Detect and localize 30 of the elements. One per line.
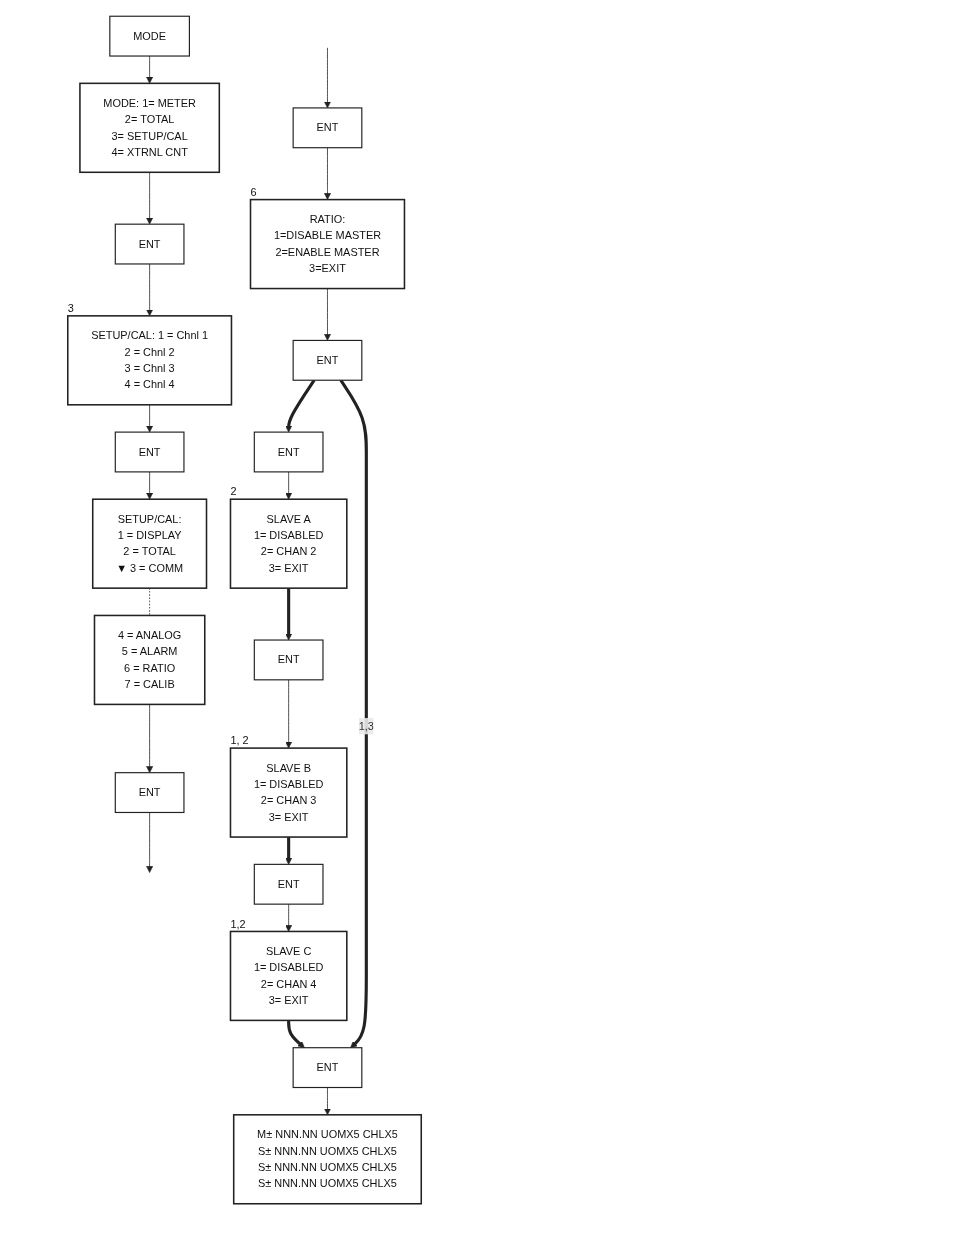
- node-box: SLAVE A 1= DISABLED 2= CHAN 2 3= EXIT: [229, 498, 348, 589]
- node-box: ENT: [114, 431, 185, 473]
- node-box: ENT: [292, 339, 363, 381]
- node-box: 4 = ANALOG 5 = ALARM 6 = RATIO 7 = CALIB: [93, 614, 206, 706]
- node-box: RATIO: 1=DISABLE MASTER 2=ENABLE MASTER 3=EXIT: [249, 198, 406, 290]
- node-label: 2: [230, 485, 237, 498]
- node-box: ENT: [253, 431, 324, 473]
- arrow: [285, 379, 316, 433]
- arrow: [339, 379, 368, 1048]
- node-label: 1,2: [230, 917, 246, 930]
- node-box: ENT: [292, 107, 363, 149]
- node-box: MODE: 1= METER 2= TOTAL 3= SETUP/CAL 4= XTRNL CNT: [79, 82, 221, 174]
- node-box: SETUP/CAL: 1 = DISPLAY 2 = TOTAL ▼ 3 = COMM: [91, 498, 208, 589]
- node-box: ENT: [114, 223, 185, 265]
- node-box: ENT: [114, 772, 185, 814]
- arrow: [285, 837, 293, 865]
- node-box: ENT: [253, 863, 324, 905]
- arrow: [287, 1020, 305, 1048]
- node-box: SETUP/CAL: 1 = Chnl 1 2 = Chnl 2 3 = Chnl 3 4 = Chnl 4: [67, 315, 233, 406]
- node-label: 1, 2: [230, 734, 249, 747]
- node-box: SLAVE C 1= DISABLED 2= CHAN 4 3= EXIT: [229, 930, 348, 1022]
- node-box: ENT: [253, 639, 324, 681]
- node-box: ENT: [292, 1047, 363, 1089]
- node-label: 6: [250, 185, 257, 198]
- edge-label: 1,3: [358, 719, 374, 733]
- arrow: [285, 588, 293, 641]
- node-box: M± NNN.NN UOMX5 CHLX5 S± NNN.NN UOMX5 CHLX5 S± NNN.NN UOMX5 CHLX5 S± NNN.NN UOMX5 CHLX5: [232, 1114, 423, 1205]
- node-box: SLAVE B 1= DISABLED 2= CHAN 3 3= EXIT: [229, 747, 348, 838]
- node-label: 3: [67, 301, 74, 314]
- node-box: MODE: [109, 15, 190, 57]
